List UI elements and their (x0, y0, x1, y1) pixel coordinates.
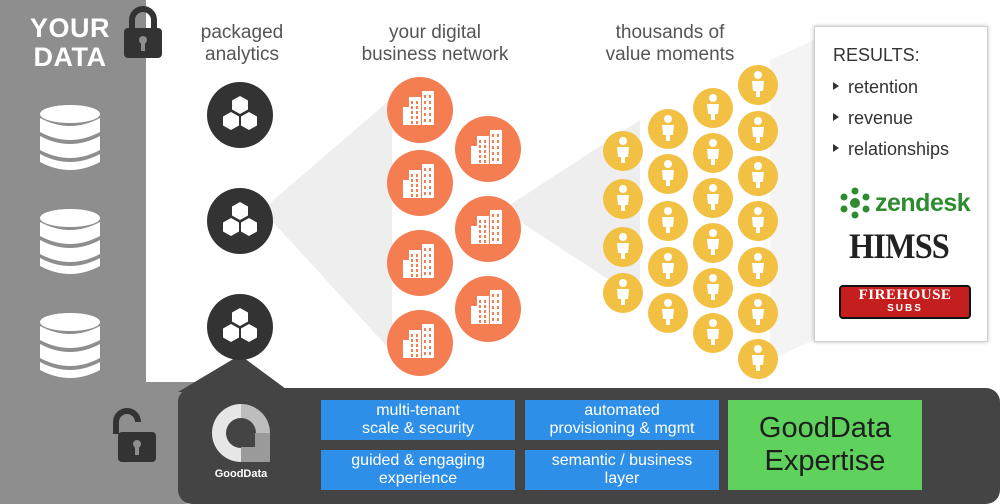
person-icon (648, 247, 688, 287)
person-icon (693, 223, 733, 263)
building-icon (387, 310, 453, 376)
analytics-hexagon-icon (207, 294, 273, 360)
gooddata-logo-icon (212, 404, 270, 462)
building-icon (387, 77, 453, 143)
building-icon (455, 276, 521, 342)
moments-column-header: thousands of value moments (605, 22, 735, 65)
person-icon (738, 65, 778, 105)
results-item: relationships (833, 139, 949, 170)
building-icon (455, 196, 521, 262)
gooddata-logo-label: GoodData (214, 468, 268, 480)
person-icon (738, 111, 778, 151)
caret-right-icon (833, 144, 839, 153)
person-icon (603, 179, 643, 219)
person-icon (648, 293, 688, 333)
caret-right-icon (833, 82, 839, 91)
person-icon (648, 154, 688, 194)
results-title: RESULTS: (833, 45, 920, 65)
caret-right-icon (833, 113, 839, 122)
analytics-network-wedge (262, 98, 392, 352)
person-icon (603, 227, 643, 267)
database-icon (40, 209, 100, 274)
person-icon (738, 201, 778, 241)
person-icon (693, 88, 733, 128)
person-icon (738, 247, 778, 287)
himss-logo: HIMSS (849, 226, 950, 266)
your-data-title: YOUR DATA (29, 13, 110, 72)
network-column-header: your digital business network (361, 22, 509, 65)
analytics-column-header: packaged analytics (200, 22, 284, 65)
zendesk-logo: zendesk (875, 189, 971, 217)
firehouse-subs-logo: FIREHOUSE SUBS (839, 285, 971, 319)
platform-connector (178, 355, 290, 392)
person-icon (603, 273, 643, 313)
person-icon (693, 313, 733, 353)
analytics-hexagon-icon (207, 188, 273, 254)
person-icon (648, 109, 688, 149)
person-icon (693, 268, 733, 308)
person-icon (738, 156, 778, 196)
analytics-hexagon-icon (207, 82, 273, 148)
lock-icon (124, 6, 162, 58)
results-list: retention revenue relationships (833, 77, 949, 170)
building-icon (455, 116, 521, 182)
person-icon (603, 131, 643, 171)
database-icon (40, 105, 100, 170)
building-icon (387, 150, 453, 216)
zendesk-logo-icon (840, 187, 870, 219)
person-icon (693, 178, 733, 218)
unlock-icon (113, 408, 156, 462)
moments-results-wedge (770, 40, 814, 360)
person-icon (648, 201, 688, 241)
building-icon (387, 230, 453, 296)
person-icon (738, 293, 778, 333)
results-item: revenue (833, 108, 949, 139)
database-icon (40, 313, 100, 378)
person-icon (693, 133, 733, 173)
person-icon (738, 339, 778, 379)
results-panel: RESULTS: retention revenue relationships… (814, 26, 988, 342)
results-item: retention (833, 77, 949, 108)
